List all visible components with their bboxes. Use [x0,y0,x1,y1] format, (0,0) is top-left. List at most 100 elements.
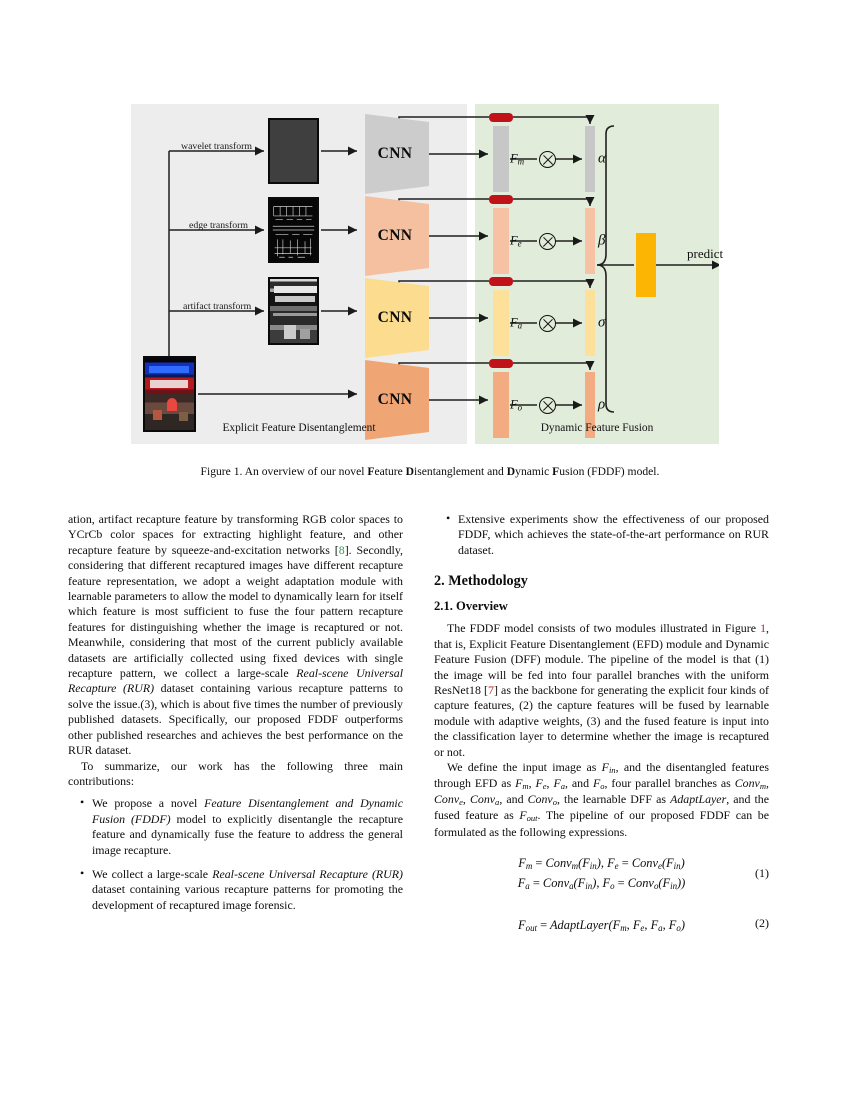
cnn-trapezoid-shape [365,196,429,276]
caption-bold-f2: F [552,465,560,478]
math-conv-o: Convo [527,792,557,808]
adaptive-weight-block-3 [489,277,513,286]
math-f-out: Fout [519,808,538,824]
multiply-icon-3 [539,315,556,332]
weight-label-alpha: α [598,150,606,167]
thumbnail-edge-transform [268,197,319,263]
figure-caption: Figure 1. An overview of our novel Featu… [160,464,700,480]
cnn-block-original: CNN [361,360,429,440]
cnn-label: CNN [377,391,413,408]
para-right2-part-b: , and the disentangled features through … [434,760,769,791]
paragraph-definitions: We define the input image as Fin, and th… [434,760,770,839]
thumbnail-artifact-transform [268,277,319,345]
paragraph-overview: The FDDF model consists of two modules i… [434,621,769,760]
panel-dynamic-feature-fusion [475,104,719,444]
weighted-bar-alpha: α [585,126,606,192]
bullet2-part-a: We collect a large-scale [92,866,213,881]
para-right2-part-c: , four parallel branches as [604,776,735,791]
weight-label-sigma: σ [598,314,606,331]
contributions-list: We propose a novel Feature Disentangleme… [68,795,404,913]
feature-bar-fe: Fe [493,208,522,274]
citation-7[interactable]: 7 [488,682,494,697]
math-f-e: Fe [535,776,547,792]
math-adapt-layer: AdaptLayer [670,792,727,807]
thumbnail-wavelet-transform [268,118,319,184]
multiply-icon-4 [539,397,556,414]
predict-label: predict [687,246,724,261]
feature-label-fe: Fe [510,233,522,249]
subsection-heading-overview: 2.1. Overview [434,599,508,614]
bullet1-part-a: We propose a novel [92,796,205,811]
math-conv-m: Convm [734,776,767,792]
figure-canvas: wavelet transform edge transform artifac… [131,104,723,444]
caption-bold-f: F [367,465,375,478]
para-right2-part-d: , the learnable DFF as [556,792,671,807]
multiply-icon-1 [539,151,556,168]
list-item: Extensive experiments show the effective… [446,511,769,558]
para-right1-part-c: ] as the backbone for generating the exp… [434,682,769,759]
para-right2-part-a: We define the input image as [447,760,602,775]
feature-label-fo: Fo [510,397,523,413]
weight-label-beta: β [598,232,606,249]
math-f-a: Fa [553,776,565,792]
equation-1: Fm = Convm(Fin), Fe = Conve(Fin) Fa = Co… [434,854,769,894]
caption-bold-d: D [405,465,415,478]
contributions-list-continued: Extensive experiments show the effective… [434,511,769,558]
weighted-bar-sigma: σ [585,290,605,356]
efd-panel-caption: Explicit Feature Disentanglement [222,422,376,434]
list-item: We propose a novel Feature Disentangleme… [80,795,404,858]
figure-1: wavelet transform edge transform artifac… [131,104,723,444]
bullet1-italic: Feature Disentanglement and Dynamic Fusi… [92,796,404,826]
dff-panel-caption: Dynamic Feature Fusion [540,422,654,434]
para-right1-part-a: The FDDF model consists of two modules i… [447,621,761,636]
para-right1-part-b: , that is, Explicit Feature Disentanglem… [434,621,769,697]
paragraph-continuation: ation, artifact recapture feature by tra… [68,512,403,759]
figure-connectors [168,115,719,413]
math-conv-e: Conve [434,792,463,808]
equation-2-line-1: Fout = AdaptLayer(Fm, Fe, Fa, Fo) [518,917,685,933]
cnn-block-edge: CNN [361,196,429,276]
para1-part-c: dataset containing various recapture pat… [68,681,403,758]
adaptive-weight-block-1 [489,113,513,122]
para1-italic-rur: Real-scene Universal Recapture (RUR) [68,666,403,696]
cnn-label: CNN [377,309,413,326]
citation-figure-1[interactable]: 1 [760,621,767,636]
adaptive-weight-block-2 [489,195,513,204]
caption-word-usion: usion (FDDF) model. [559,465,660,478]
cnn-block-artifact: CNN [361,278,429,358]
cnn-label: CNN [377,227,413,244]
para1-part-a: ation, artifact recapture feature by tra… [68,512,403,557]
cnn-trapezoid-shape [365,360,429,440]
math-conv-a: Conva [469,792,500,808]
section-heading-methodology: 2. Methodology [434,573,528,590]
left-text-column: ation, artifact recapture feature by tra… [68,512,403,922]
caption-bold-d2: D [506,465,516,478]
label-artifact-transform: artifact transform [183,301,252,312]
feature-bar-fm: Fm [493,126,524,192]
para-right2-part-e: , and the fused feature as [434,792,769,823]
feature-bar-fo: Fo [493,372,522,438]
thumbnail-input-image [143,356,196,432]
bullet2-part-b: dataset containing various recapture pat… [92,882,403,912]
math-f-o: Fo [592,776,605,792]
cnn-label: CNN [377,145,413,162]
equation-2: Fout = AdaptLayer(Fm, Fe, Fa, Fo) (2) [434,916,769,936]
weight-label-rho: ρ [598,396,606,413]
bullet2-italic: Real-scene Universal Recapture (RUR) [212,866,403,881]
bullet1-part-b: model to explicitly disentangle the reca… [92,811,403,857]
weighted-bar-rho: ρ [585,372,605,438]
feature-label-fa: Fa [510,315,523,331]
equation-1-number: (1) [755,866,769,881]
list-item: We collect a large-scale Real-scene Univ… [80,866,403,913]
equation-1-line-1: Fm = Convm(Fin), Fe = Conve(Fin) [518,855,685,872]
label-wavelet-transform: wavelet transform [181,141,252,152]
equation-2-number: (2) [755,915,769,930]
math-f-m: Fm [515,776,529,792]
caption-word-eature: eature [374,465,406,478]
classification-layer-block [636,233,656,297]
cnn-block-wavelet: CNN [361,114,429,194]
citation-8[interactable]: 8 [338,542,345,557]
multiply-icon-2 [539,233,556,250]
caption-word-ynamic: ynamic [515,465,553,478]
